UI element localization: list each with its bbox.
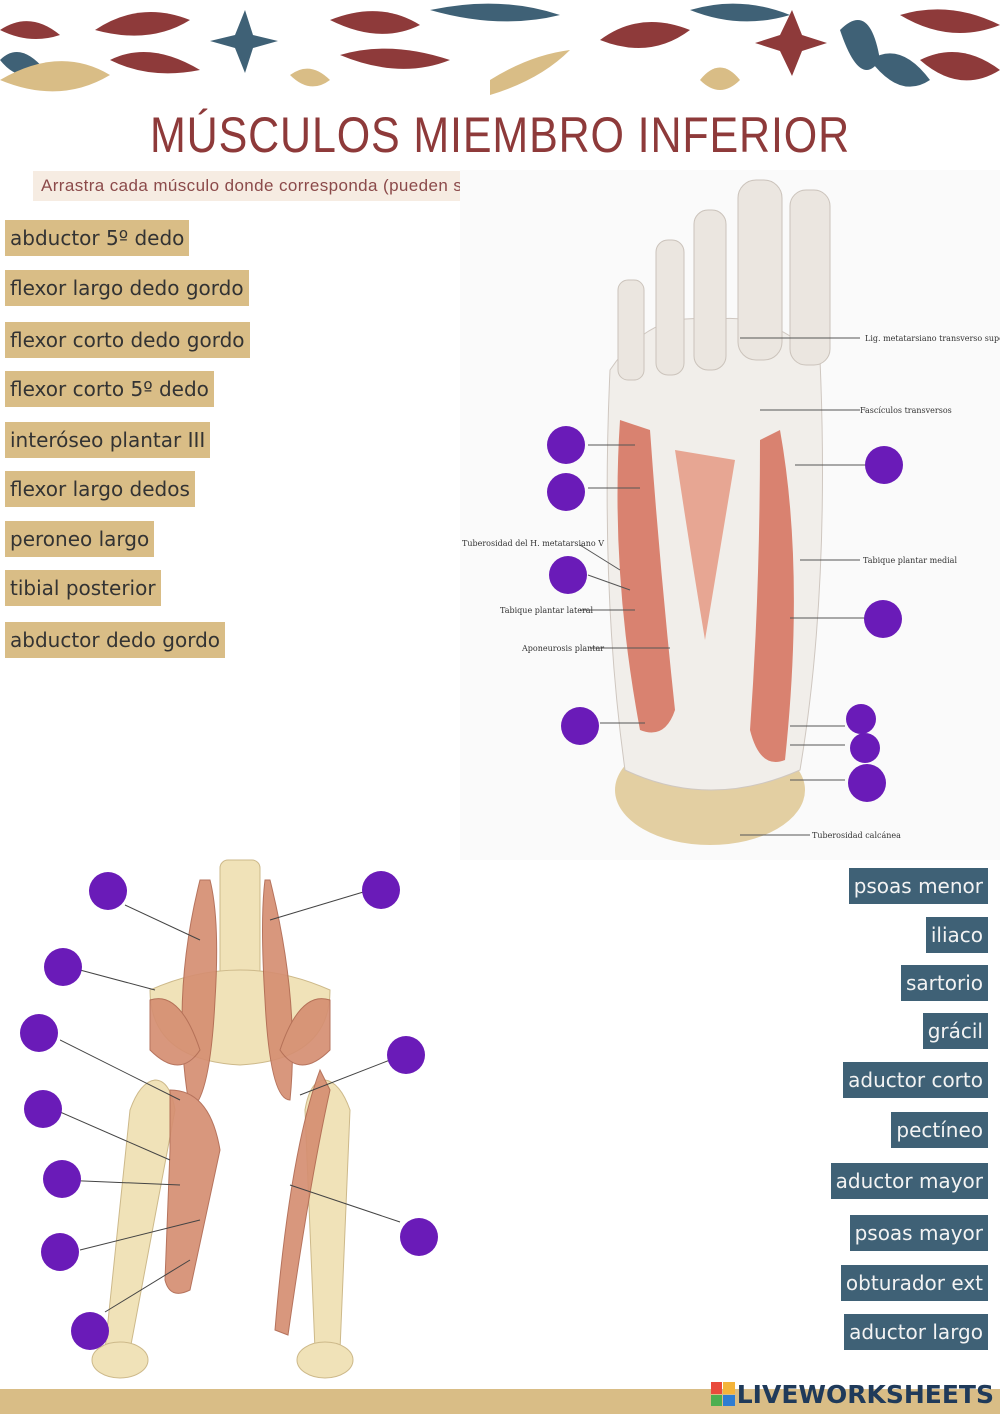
foot-drop-target-1[interactable] bbox=[547, 426, 585, 464]
foot-drop-target-8[interactable] bbox=[850, 733, 880, 763]
hip-drop-target-4[interactable] bbox=[20, 1014, 58, 1052]
label-pectineo[interactable]: pectíneo bbox=[891, 1112, 988, 1148]
foot-drop-target-5[interactable] bbox=[865, 446, 903, 484]
label-aductor-mayor[interactable]: aductor mayor bbox=[830, 1163, 988, 1199]
label-abductor-5-dedo[interactable]: abductor 5º dedo bbox=[5, 220, 190, 256]
liveworksheets-logo-icon bbox=[710, 1382, 735, 1406]
footer-bar bbox=[0, 1389, 1000, 1414]
label-interoseo-plantar-iii[interactable]: interóseo plantar III bbox=[5, 422, 211, 458]
annotation-tuberosidad-calcanea: Tuberosidad calcánea bbox=[812, 831, 901, 840]
annotation-tuberosidad-metatarsiano: Tuberosidad del H. metatarsiano V bbox=[462, 539, 604, 548]
label-peroneo-largo[interactable]: peroneo largo bbox=[5, 521, 155, 557]
hip-drop-target-6[interactable] bbox=[24, 1090, 62, 1128]
hip-drop-target-3[interactable] bbox=[44, 948, 82, 986]
foot-drop-target-6[interactable] bbox=[864, 600, 902, 638]
label-flexor-largo-dedos[interactable]: flexor largo dedos bbox=[5, 471, 195, 507]
botanical-header-decoration bbox=[0, 3, 1000, 95]
foot-drop-target-3[interactable] bbox=[549, 556, 587, 594]
foot-drop-target-7[interactable] bbox=[846, 704, 876, 734]
label-abductor-dedo-gordo[interactable]: abductor dedo gordo bbox=[5, 622, 225, 658]
plantar-foot-muscles-illustration: Lig. metatarsiano transverso superficial… bbox=[460, 170, 1000, 860]
label-aductor-corto[interactable]: aductor corto bbox=[843, 1062, 988, 1098]
label-psoas-menor[interactable]: psoas menor bbox=[848, 868, 988, 904]
label-flexor-corto-5-dedo[interactable]: flexor corto 5º dedo bbox=[5, 371, 214, 407]
hip-drop-target-9[interactable] bbox=[41, 1233, 79, 1271]
foot-drop-target-2[interactable] bbox=[547, 473, 585, 511]
annotation-lig-metatarsiano: Lig. metatarsiano transverso superficial bbox=[865, 334, 1000, 343]
foot-drop-target-4[interactable] bbox=[561, 707, 599, 745]
label-flexor-corto-dedo-gordo[interactable]: flexor corto dedo gordo bbox=[5, 322, 250, 358]
hip-drop-target-10[interactable] bbox=[71, 1312, 109, 1350]
hip-drop-target-1[interactable] bbox=[89, 872, 127, 910]
label-flexor-largo-dedo-gordo[interactable]: flexor largo dedo gordo bbox=[5, 270, 249, 306]
foot-drop-target-9[interactable] bbox=[848, 764, 886, 802]
liveworksheets-logo: LIVEWORKSHEETS bbox=[710, 1377, 994, 1411]
label-aductor-largo[interactable]: aductor largo bbox=[844, 1314, 988, 1350]
hip-thigh-muscles-illustration bbox=[60, 850, 440, 1380]
hip-drop-target-5[interactable] bbox=[387, 1036, 425, 1074]
label-sartorio[interactable]: sartorio bbox=[901, 965, 988, 1001]
annotation-tabique-medial: Tabique plantar medial bbox=[863, 556, 957, 565]
annotation-fasciculos-transversos: Fascículos transversos bbox=[860, 406, 952, 415]
annotation-tabique-lateral: Tabique plantar lateral bbox=[500, 606, 594, 615]
brand-name: LIVEWORKSHEETS bbox=[736, 1379, 994, 1409]
label-psoas-mayor[interactable]: psoas mayor bbox=[849, 1215, 988, 1251]
label-gracil[interactable]: grácil bbox=[922, 1013, 988, 1049]
label-iliaco[interactable]: iliaco bbox=[925, 917, 988, 953]
label-tibial-posterior[interactable]: tibial posterior bbox=[5, 570, 161, 606]
label-obturador-ext[interactable]: obturador ext bbox=[840, 1265, 988, 1301]
hip-drop-target-2[interactable] bbox=[362, 871, 400, 909]
hip-drop-target-7[interactable] bbox=[43, 1160, 81, 1198]
annotation-aponeurosis-plantar: Aponeurosis plantar bbox=[521, 644, 604, 653]
hip-drop-target-8[interactable] bbox=[400, 1218, 438, 1256]
page-title: MÚSCULOS MIEMBRO INFERIOR bbox=[149, 107, 850, 163]
